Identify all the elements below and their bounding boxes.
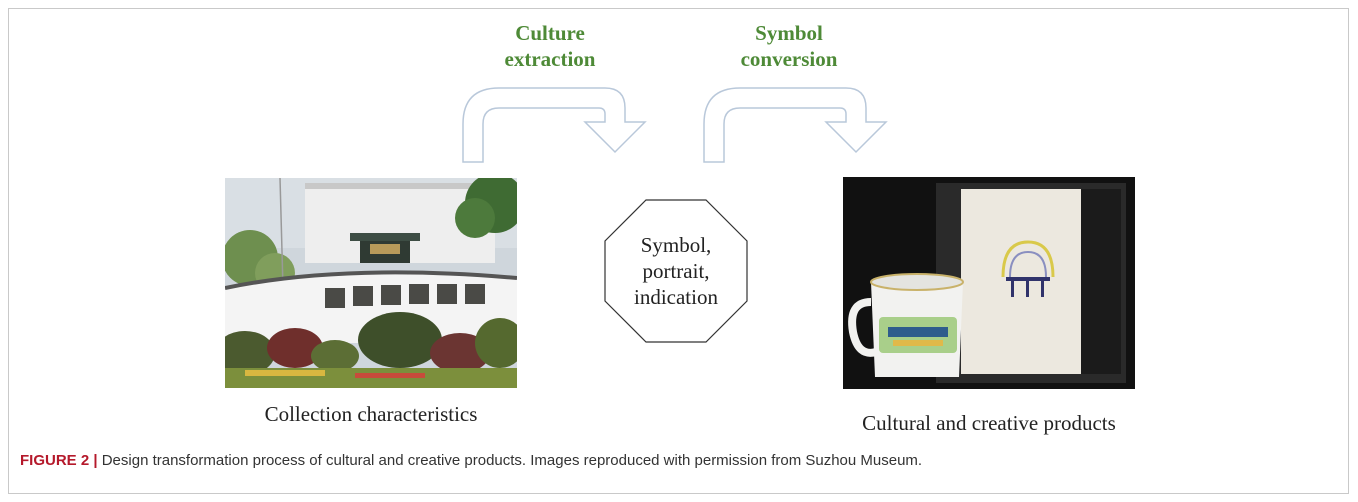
figure-text: Design transformation process of cultura… — [97, 452, 923, 469]
curved-arrow-icon — [462, 87, 647, 163]
culture-extraction-label: Culture extraction — [495, 20, 605, 72]
product-photo — [843, 177, 1135, 389]
museum-photo — [225, 178, 517, 388]
symbol-conversion-line2: conversion — [740, 47, 838, 71]
center-text: Symbol, portrait, indication — [604, 199, 748, 343]
curved-arrow-icon — [703, 87, 888, 163]
symbol-conversion-line1: Symbol — [755, 21, 823, 45]
center-line2: portrait, — [642, 259, 710, 283]
culture-extraction-line2: extraction — [504, 47, 596, 71]
culture-extraction-line1: Culture — [515, 21, 585, 45]
center-line1: Symbol, — [640, 233, 712, 257]
figure-caption: FIGURE 2 | Design transformation process… — [20, 452, 922, 469]
symbol-conversion-label: Symbol conversion — [724, 20, 854, 72]
left-caption: Collection characteristics — [264, 402, 478, 426]
octagon-shape: Symbol, portrait, indication — [604, 199, 748, 343]
figure-label: FIGURE 2 | — [20, 452, 98, 469]
center-line3: indication — [634, 285, 718, 309]
right-caption: Cultural and creative products — [862, 411, 1116, 435]
